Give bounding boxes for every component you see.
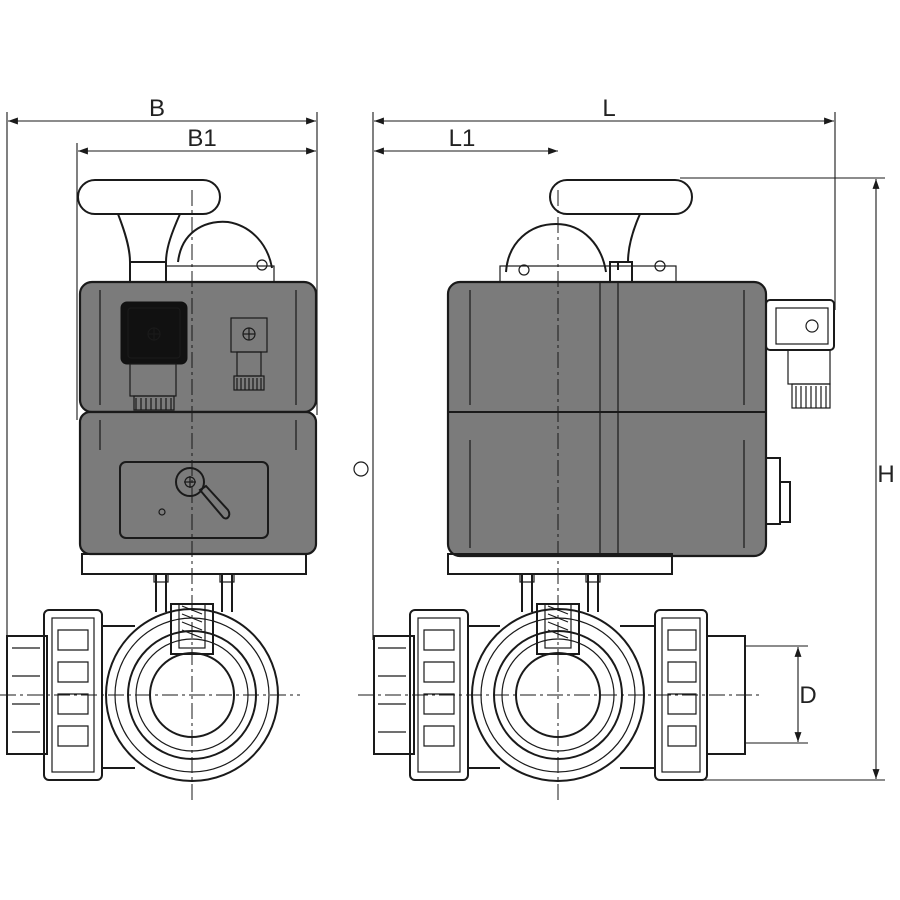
front-view: [6, 179, 318, 782]
mounting-plate: [81, 553, 307, 575]
dim-label-h: H: [877, 461, 894, 488]
side-plug-icon: [765, 457, 791, 525]
handwheel-icon: [77, 179, 221, 283]
dimensions: B B1 L L1 H D: [6, 95, 895, 781]
dim-label-l1: L1: [449, 125, 476, 152]
actuator-upper-housing: [78, 280, 318, 414]
centerlines: [0, 190, 760, 800]
dim-label-l: L: [602, 95, 615, 122]
side-view: [373, 179, 835, 782]
dim-label-b: B: [149, 95, 165, 122]
actuator-lower-housing: [78, 410, 318, 556]
position-indicator-dome: [177, 220, 273, 269]
indicator-screw-icon: [256, 259, 268, 271]
actuator-housing-side: [446, 280, 768, 558]
reference-circle-icon: [353, 461, 369, 477]
dim-label-b1: B1: [187, 125, 216, 152]
manual-lever-icon: [119, 461, 269, 539]
cable-connector-icon: [120, 301, 188, 411]
dim-label-d: D: [799, 682, 816, 709]
side-connector-icon: [765, 299, 835, 409]
handwheel-side-icon: [549, 179, 693, 283]
small-connector-icon: [230, 317, 268, 391]
mounting-plate-side: [447, 553, 673, 575]
position-indicator-dome-side: [505, 222, 607, 273]
